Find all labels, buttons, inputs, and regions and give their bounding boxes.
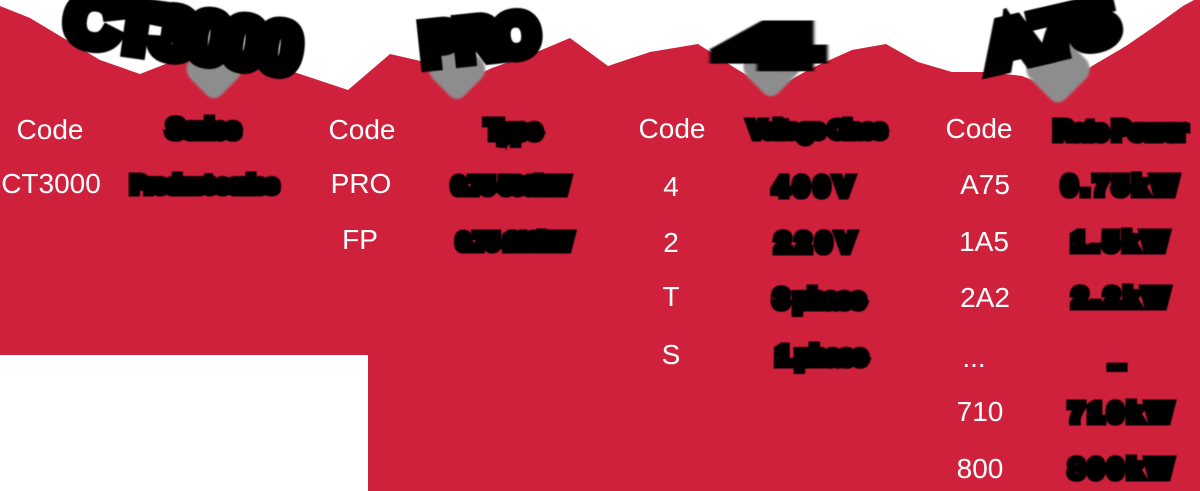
power-value: 710kW (1065, 394, 1177, 432)
code-value: T (662, 281, 680, 312)
code-value: ... (962, 342, 986, 373)
power-value: 1.5kW (1068, 223, 1173, 261)
column-header-voltage-class: Voltage Class (745, 113, 890, 147)
type-value: 0.75-500kW (448, 169, 572, 203)
column-header-code: Code (638, 113, 706, 144)
power-value: ... (1105, 346, 1129, 377)
code-value: 4 (663, 171, 679, 202)
power-value: 2.2kW (1069, 279, 1174, 317)
column-header-rate-power: Rate Power (1050, 112, 1191, 150)
code-value: FP (342, 224, 378, 255)
voltage-value: 400V (770, 168, 859, 206)
code-value: 710 (956, 396, 1004, 427)
code-value: 2A2 (960, 282, 1010, 313)
model-code-segment-type: PRO (412, 0, 545, 85)
voltage-value: 3 phase (770, 280, 869, 318)
column-header-series: Series (163, 110, 244, 148)
code-value: S (661, 339, 681, 370)
voltage-value: 220V (772, 224, 861, 262)
column-header-code: Code (328, 114, 396, 145)
code-value: 2 (663, 227, 679, 258)
series-value: Product series (127, 168, 282, 202)
power-value: 800kW (1065, 450, 1177, 488)
code-value: CT3000 (1, 168, 101, 199)
column-header-code: Code (16, 114, 84, 145)
code-value: PRO (330, 168, 392, 199)
model-code-segment-voltage: 4 (707, 9, 828, 83)
code-value: 800 (956, 453, 1004, 484)
code-value: 1A5 (959, 226, 1009, 257)
column-header-code: Code (945, 113, 1013, 144)
power-value: 0.75kW (1058, 167, 1182, 205)
column-header-type: Type (482, 111, 546, 149)
type-value: 0.75-110kW (453, 225, 576, 259)
voltage-value: 1 phase (772, 337, 871, 375)
code-value: A75 (960, 169, 1010, 200)
